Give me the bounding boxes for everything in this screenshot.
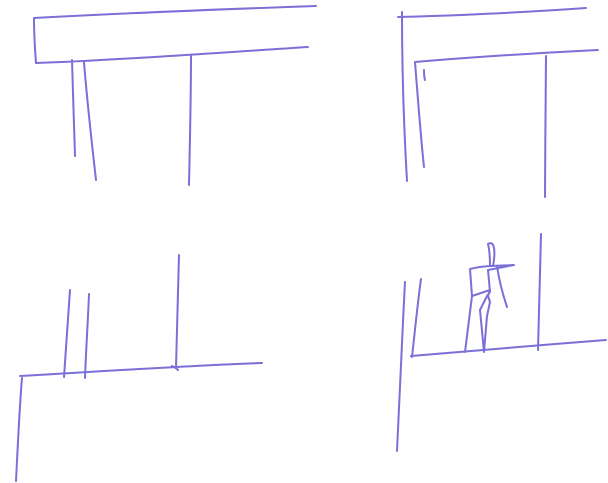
slab-left-edge [34,18,36,63]
ground-line [20,363,262,376]
post-3 [176,255,179,368]
right-post [538,234,541,350]
post-2 [85,294,89,378]
ground-left-drop [16,378,22,481]
figure-body [465,243,514,352]
leg-3 [189,55,191,185]
leg-1 [72,60,75,156]
slab-bottom-edge [36,47,308,63]
post-1 [64,290,70,377]
frame-right-leg [545,56,546,197]
panel-bottom-left [16,255,262,481]
panel-top-left [34,6,316,185]
frame-notch [424,70,425,80]
panel-bottom-right [397,234,606,451]
frame-top-edge [398,8,586,17]
frame-left-outer [402,12,407,181]
leg-2 [84,62,96,180]
slab-top-edge [34,6,316,18]
frame-inner-top [415,50,598,62]
wall-left-outer [397,282,405,451]
panel-top-right [398,8,598,197]
wall-left-inner [412,279,421,357]
figure-arm [497,266,507,307]
ledge-line [411,340,606,356]
frame-left-inner [415,62,424,167]
